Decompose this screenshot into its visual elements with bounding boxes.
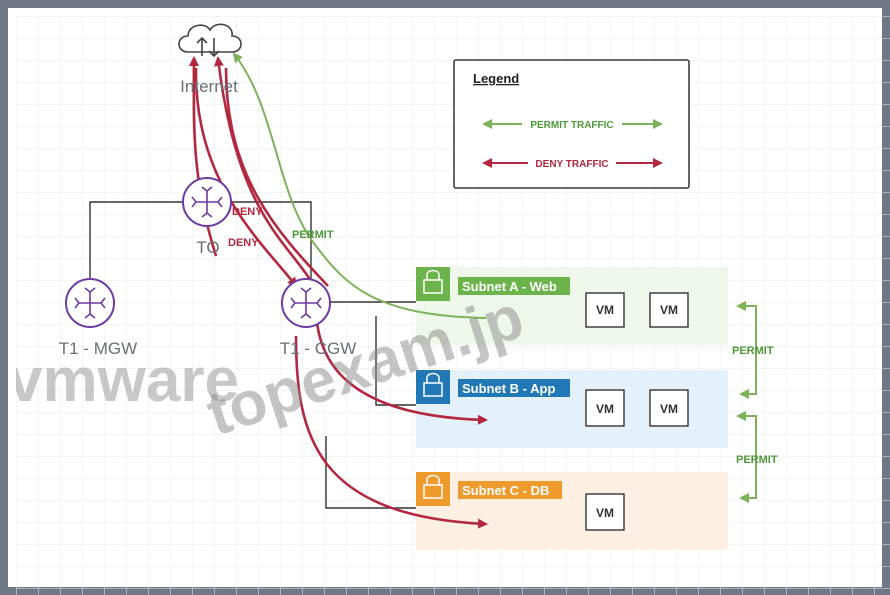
permit-ab-label: PERMIT [732, 345, 774, 357]
subnet-c-name: Subnet C - DB [462, 483, 549, 498]
subnet-b-lock-icon [416, 370, 450, 404]
legend-deny-arrowhead-left [482, 158, 492, 168]
svg-text:VM: VM [660, 303, 678, 317]
permit-internet-label: PERMIT [292, 229, 334, 241]
cloud-icon [178, 23, 242, 58]
subnet-a-lock-icon [416, 267, 450, 301]
tier0-label: TO [196, 238, 219, 257]
svg-text:VM: VM [660, 402, 678, 416]
subnet-b-name: Subnet B - App [462, 381, 555, 396]
topology-links [89, 201, 416, 509]
subnet-a-vm-2 [649, 292, 689, 328]
network-diagram: Internet TO T1 - MGW T1 - CGW DENY DENY … [16, 16, 890, 595]
legend: Legend PERMIT TRAFFIC DENY TRAFFIC [453, 59, 690, 189]
legend-permit-label: PERMIT TRAFFIC [530, 120, 613, 131]
subnet-a-name: Subnet A - Web [462, 279, 557, 294]
t1-cgw-router-icon [281, 278, 331, 328]
deny-label-2: DENY [228, 237, 259, 249]
tier0-router-icon [182, 177, 232, 227]
t1-mgw-label: T1 - MGW [59, 339, 137, 358]
t1-mgw-router-icon [65, 278, 115, 328]
subnet-b-vm-1 [585, 389, 625, 427]
t1-cgw-label: T1 - CGW [280, 339, 357, 358]
subnet-c: Subnet C - DB VM [416, 472, 625, 531]
subnet-a: Subnet A - Web VM VM [416, 267, 689, 328]
permit-bc-label: PERMIT [736, 454, 778, 466]
internet-label: Internet [180, 77, 238, 96]
subnet-b-vm-2 [649, 389, 689, 427]
subnet-c-lock-icon [416, 472, 450, 506]
deny-label-1: DENY [232, 206, 263, 218]
legend-permit-arrowhead-left [482, 119, 492, 129]
legend-deny-label: DENY TRAFFIC [535, 159, 608, 170]
svg-text:VM: VM [596, 506, 614, 520]
deny-paths [188, 56, 488, 529]
svg-text:VM: VM [596, 402, 614, 416]
svg-text:VM: VM [596, 303, 614, 317]
subnet-c-vm-1 [585, 493, 625, 531]
legend-title: Legend [473, 71, 519, 86]
subnet-b: Subnet B - App VM VM [416, 370, 689, 427]
subnet-a-vm-1 [585, 292, 625, 328]
watermark-brand: vmware [16, 346, 239, 415]
